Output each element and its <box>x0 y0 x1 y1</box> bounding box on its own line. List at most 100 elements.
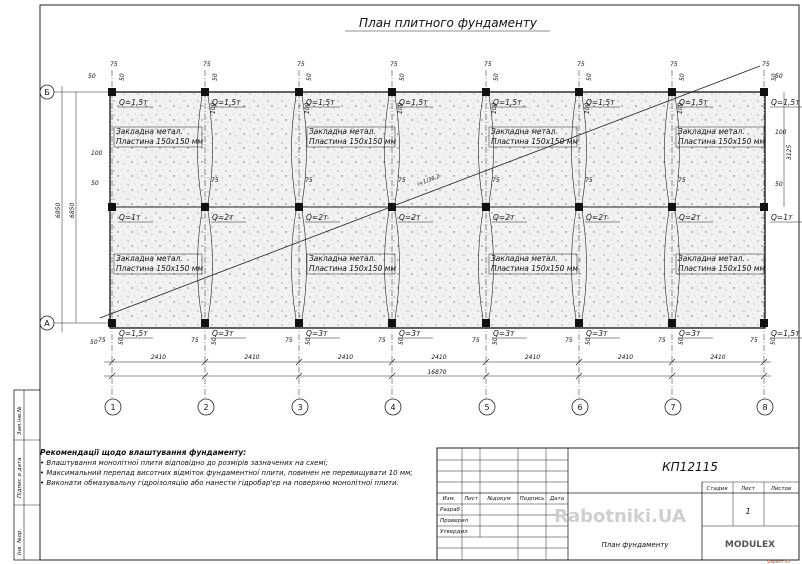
title-block <box>436 447 800 561</box>
dim-span-6: 2410 <box>618 354 633 361</box>
dim-top-50: 50 <box>306 73 313 81</box>
column-pad <box>388 88 396 96</box>
axis-bubble-1 <box>104 398 122 416</box>
plate-callout <box>675 126 765 148</box>
axis-label-6: 6 <box>577 403 582 412</box>
dim-top-75: 75 <box>390 61 398 68</box>
tb-col-doc: №докум <box>486 496 511 502</box>
tb-col-izm: Изм. <box>443 496 456 502</box>
axis-bubble-3 <box>291 398 309 416</box>
dim-left-bot-50: 50 <box>90 339 98 346</box>
plate-callout-line1: Закладна метал. <box>116 127 183 136</box>
load-label: Q=1,5т <box>306 98 335 107</box>
plate-callout-line2: Пластина 150x150 мм <box>491 137 578 146</box>
load-label: Q=2т <box>306 213 328 222</box>
dim-bot-50: 50 <box>118 337 125 345</box>
dim-bot-75: 75 <box>191 337 199 344</box>
side-stamp-zam: Зам.інв.№ <box>17 406 23 435</box>
dim-top-100: 100 <box>304 102 311 114</box>
dim-top-50: 50 <box>493 73 500 81</box>
dim-top-75: 75 <box>110 61 118 68</box>
tb-sheet-hdr: Лист <box>740 486 756 492</box>
load-label: Q=1,5т <box>771 98 800 107</box>
plate-callout-line2: Пластина 150x150 мм <box>678 137 765 146</box>
tb-stage-hdr: Стадия <box>706 486 728 492</box>
load-label: Q=3т <box>493 329 515 338</box>
tb-sheets-hdr: Листов <box>770 486 792 492</box>
load-label: Q=1,5т <box>212 98 241 107</box>
axis-label-4: 4 <box>390 403 395 412</box>
dim-left-top-50: 50 <box>88 73 96 80</box>
dim-mid-75: 75 <box>305 177 313 184</box>
load-label: Q=3т <box>679 329 701 338</box>
dim-top-50: 50 <box>212 73 219 81</box>
load-label: Q=3т <box>306 329 328 338</box>
column-pad <box>575 88 583 96</box>
watermark: Rabotniki.UA <box>554 506 686 527</box>
plate-callout-line2: Пластина 150x150 мм <box>491 264 578 273</box>
load-label: Q=1,5т <box>586 98 615 107</box>
load-label: Q=3т <box>399 329 421 338</box>
dim-bot-75: 75 <box>565 337 573 344</box>
column-pad <box>482 319 490 327</box>
dim-half-height: 3125 <box>786 145 793 160</box>
axis-bubble-5 <box>478 398 496 416</box>
load-label: Q=2т <box>212 213 234 222</box>
dim-top-100: 100 <box>677 102 684 114</box>
dim-top-100: 100 <box>491 102 498 114</box>
sheet-frame <box>39 4 800 561</box>
plate-callout-line1: Закладна метал. <box>678 127 745 136</box>
slope-line <box>99 65 761 319</box>
dim-bot-75: 75 <box>750 337 758 344</box>
dim-bot-50: 50 <box>305 337 312 345</box>
notes-heading: Рекомендації щодо влаштування фундаменту… <box>40 448 247 457</box>
axis-label-8: 8 <box>762 403 767 412</box>
column-pad <box>760 319 768 327</box>
recommendations-notes: Рекомендації щодо влаштування фундаменту… <box>40 448 435 510</box>
dim-height-inner: 6850 <box>69 203 76 218</box>
tb-role-proveril: Проверил <box>440 518 469 524</box>
axis-label-2: 2 <box>203 403 208 412</box>
column-pad <box>295 88 303 96</box>
note-item-3: • Виконати обмазувальну гідроізоляцію аб… <box>40 479 399 487</box>
load-label: Q=1т <box>119 213 141 222</box>
plate-callout <box>488 126 578 148</box>
dim-bot-75: 75 <box>285 337 293 344</box>
dim-right-100: 100 <box>775 129 787 136</box>
dim-left-mid-50: 50 <box>91 180 99 187</box>
plate-callout <box>113 253 203 275</box>
dim-bot-50: 50 <box>585 337 592 345</box>
dim-top-100: 100 <box>584 102 591 114</box>
dim-top-75: 75 <box>203 61 211 68</box>
dim-span-4: 2410 <box>431 354 446 361</box>
column-pad <box>388 319 396 327</box>
plate-callout-line1: Закладна метал. <box>491 127 558 136</box>
dim-mid-75: 75 <box>585 177 593 184</box>
plate-callout <box>113 126 203 148</box>
plate-callout-line1: Закладна метал. <box>116 254 183 263</box>
plate-callout <box>306 253 396 275</box>
dim-bot-50: 50 <box>398 337 405 345</box>
column-pad <box>388 203 396 211</box>
dim-mid-75: 75 <box>678 177 686 184</box>
dim-height-outer: 6950 <box>55 203 62 218</box>
note-item-2: • Максимальний перепад висотних відміток… <box>40 469 413 477</box>
tb-role-utverdil: Утвердил <box>440 529 468 535</box>
plate-callout-line1: Закладна метал. <box>491 254 558 263</box>
dim-bot-50: 50 <box>770 337 777 345</box>
axis-bubble-6 <box>571 398 589 416</box>
dim-top-100: 100 <box>397 102 404 114</box>
dim-right-top-50: 50 <box>775 73 783 80</box>
dim-mid-75: 75 <box>492 177 500 184</box>
row-label-a: А <box>44 319 50 328</box>
tb-sheet-number: 1 <box>745 507 750 516</box>
column-pad <box>201 319 209 327</box>
plate-callout-line1: Закладна метал. <box>309 127 376 136</box>
axis-label-1: 1 <box>110 403 115 412</box>
dim-right-50: 50 <box>775 181 783 188</box>
side-stamp-sign: Підпис и дата <box>17 457 23 498</box>
axis-label-3: 3 <box>297 403 302 412</box>
dim-top-50: 50 <box>399 73 406 81</box>
plate-callout <box>675 253 765 275</box>
